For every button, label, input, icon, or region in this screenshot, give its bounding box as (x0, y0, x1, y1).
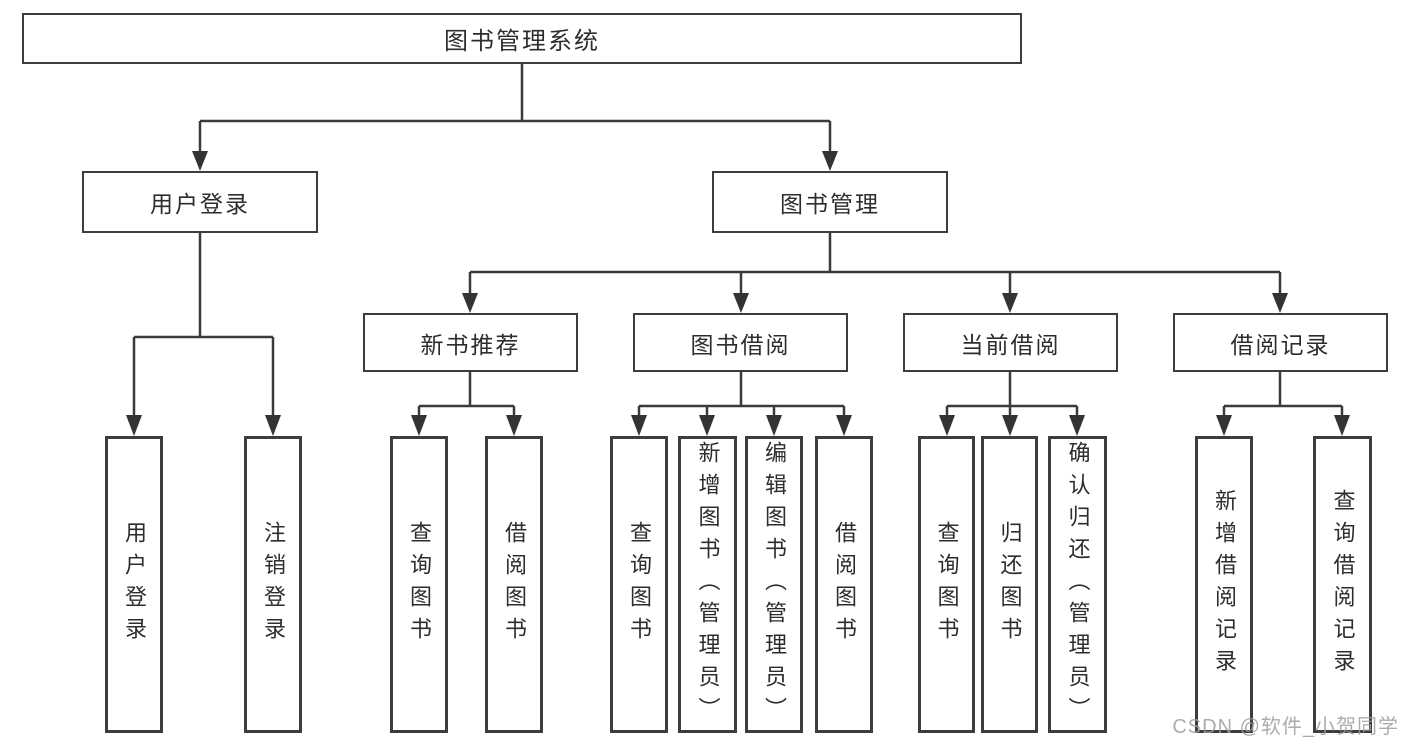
arrow-down-icon (631, 415, 647, 436)
node-library-system: 图书管理系统 (22, 13, 1022, 64)
connector-current-borrowing (945, 372, 1079, 421)
node-current-borrowing: 当前借阅 (903, 313, 1118, 372)
arrow-down-icon (126, 415, 142, 436)
arrow-down-icon (192, 151, 208, 171)
connector-root (198, 64, 832, 157)
arrow-down-icon (939, 415, 955, 436)
node-book-borrowing: 图书借阅 (633, 313, 848, 372)
connector-new-books (417, 372, 516, 421)
arrow-down-icon (822, 151, 838, 171)
arrow-down-icon (462, 293, 478, 313)
node-leaf-logout: 注销登录 (244, 436, 302, 733)
arrowheads (126, 151, 1350, 436)
node-new-book-recommend: 新书推荐 (363, 313, 578, 372)
node-leaf-br-query-record: 查询借阅记录 (1313, 436, 1372, 733)
arrow-down-icon (699, 415, 715, 436)
node-book-management: 图书管理 (712, 171, 948, 233)
node-borrow-records: 借阅记录 (1173, 313, 1388, 372)
arrow-down-icon (733, 293, 749, 313)
arrow-down-icon (506, 415, 522, 436)
arrow-down-icon (836, 415, 852, 436)
arrow-down-icon (1272, 293, 1288, 313)
watermark: CSDN @软件_小贺同学 (1172, 716, 1399, 738)
node-leaf-bb-query-books: 查询图书 (610, 436, 668, 733)
node-leaf-cb-return-books: 归还图书 (981, 436, 1038, 733)
node-leaf-user-login: 用户登录 (105, 436, 163, 733)
arrow-down-icon (766, 415, 782, 436)
arrow-down-icon (1002, 293, 1018, 313)
connector-user-login (132, 233, 275, 421)
arrow-down-icon (265, 415, 281, 436)
node-leaf-bb-borrow-books: 借阅图书 (815, 436, 873, 733)
arrow-down-icon (411, 415, 427, 436)
node-user-login: 用户登录 (82, 171, 318, 233)
node-leaf-nb-borrow-books: 借阅图书 (485, 436, 543, 733)
connector-book-borrowing (637, 372, 846, 421)
node-leaf-bb-edit-books-admin: 编辑图书（管理员） (745, 436, 803, 733)
connector-book-management (468, 233, 1282, 299)
node-leaf-cb-query-books: 查询图书 (918, 436, 975, 733)
node-leaf-nb-query-books: 查询图书 (390, 436, 448, 733)
arrow-down-icon (1334, 415, 1350, 436)
arrow-down-icon (1216, 415, 1232, 436)
node-leaf-br-add-record: 新增借阅记录 (1195, 436, 1253, 733)
arrow-down-icon (1069, 415, 1085, 436)
node-leaf-bb-add-books-admin: 新增图书（管理员） (678, 436, 737, 733)
connector-borrow-records (1222, 372, 1344, 421)
arrow-down-icon (1002, 415, 1018, 436)
node-leaf-cb-confirm-return-admin: 确认归还（管理员） (1048, 436, 1107, 733)
